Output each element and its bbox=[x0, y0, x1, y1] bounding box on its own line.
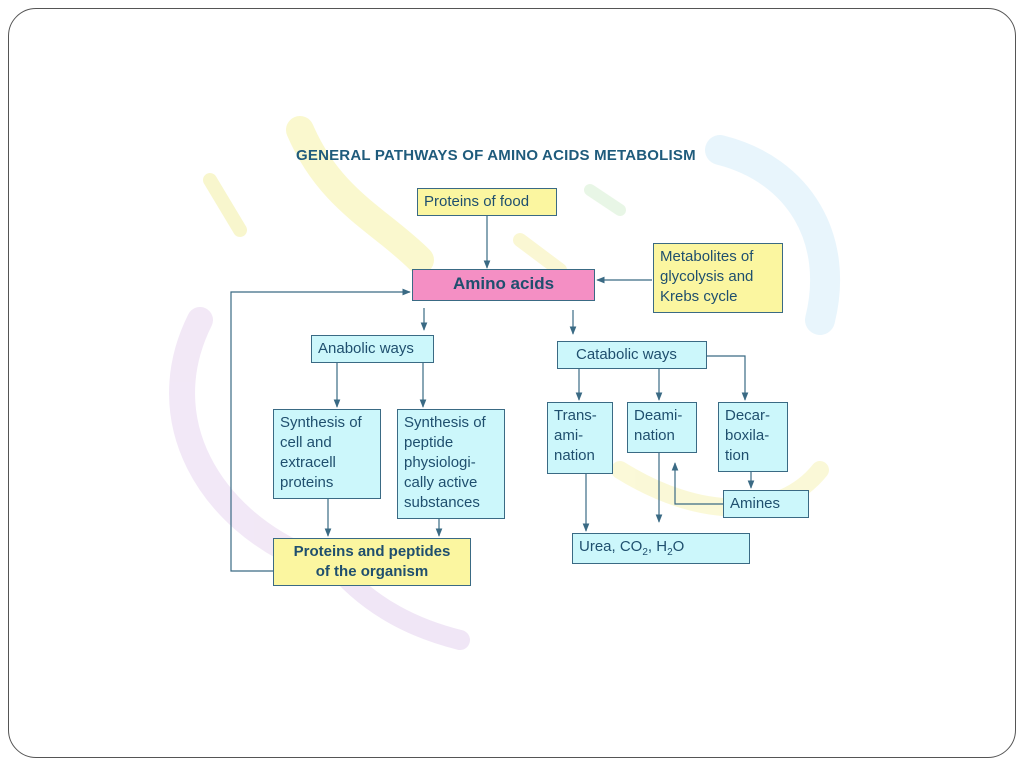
node-label-line: of the organism bbox=[315, 563, 429, 580]
urea-text: , H bbox=[647, 538, 668, 555]
node-decarboxilation: Decar- boxila- tion bbox=[718, 402, 788, 472]
urea-subscript: 2 bbox=[667, 547, 673, 558]
node-label-line: nation bbox=[554, 447, 595, 464]
node-label-line: Trans- bbox=[554, 407, 597, 424]
node-label-line: extracell bbox=[280, 454, 336, 471]
node-label-line: Metabolites of bbox=[660, 248, 754, 265]
node-label: Proteins of food bbox=[424, 193, 530, 210]
node-synthesis-cell-proteins: Synthesis of cell and extracell proteins bbox=[273, 409, 381, 499]
node-label-line: Proteins and peptides bbox=[293, 543, 451, 560]
node-synthesis-peptide: Synthesis of peptide physiologi- cally a… bbox=[397, 409, 505, 519]
node-label-line: Decar- bbox=[725, 407, 771, 424]
node-label-line: Synthesis of bbox=[280, 414, 362, 431]
node-deamination: Deami- nation bbox=[627, 402, 697, 453]
node-amines: Amines bbox=[723, 490, 809, 518]
node-proteins-peptides-organism: Proteins and peptides of the organism bbox=[273, 538, 471, 586]
node-label-line: ami- bbox=[554, 427, 584, 444]
node-metabolites: Metabolites of glycolysis and Krebs cycl… bbox=[653, 243, 783, 313]
node-label-line: glycolysis and bbox=[660, 268, 754, 285]
node-label-line: tion bbox=[725, 447, 750, 464]
node-label-line: peptide bbox=[404, 434, 454, 451]
node-label: Anabolic ways bbox=[318, 340, 414, 357]
diagram-title: GENERAL PATHWAYS OF AMINO ACIDS METABOLI… bbox=[296, 147, 696, 164]
node-urea: Urea, CO2, H2O bbox=[572, 533, 750, 564]
node-catabolic-ways: Catabolic ways bbox=[557, 341, 707, 369]
urea-subscript: 2 bbox=[642, 547, 648, 558]
node-amino-acids: Amino acids bbox=[412, 269, 595, 301]
node-label-line: nation bbox=[634, 427, 675, 444]
node-label-line: boxila- bbox=[725, 427, 770, 444]
node-label: Amines bbox=[730, 495, 781, 512]
node-transamination: Trans- ami- nation bbox=[547, 402, 613, 474]
urea-text: Urea, CO bbox=[579, 538, 643, 555]
node-label-line: cell and bbox=[280, 434, 332, 451]
node-label: Catabolic ways bbox=[576, 346, 677, 363]
node-label-line: Krebs cycle bbox=[660, 288, 738, 305]
urea-text: O bbox=[672, 538, 685, 555]
node-anabolic-ways: Anabolic ways bbox=[311, 335, 434, 363]
node-label-line: substances bbox=[404, 494, 480, 511]
node-label-line: Synthesis of bbox=[404, 414, 486, 431]
node-label-line: physiologi- bbox=[404, 454, 476, 471]
node-proteins-of-food: Proteins of food bbox=[417, 188, 557, 216]
node-label-line: proteins bbox=[280, 474, 334, 491]
node-label: Amino acids bbox=[452, 274, 555, 293]
node-label-line: Deami- bbox=[634, 407, 683, 424]
node-label-line: cally active bbox=[404, 474, 478, 491]
